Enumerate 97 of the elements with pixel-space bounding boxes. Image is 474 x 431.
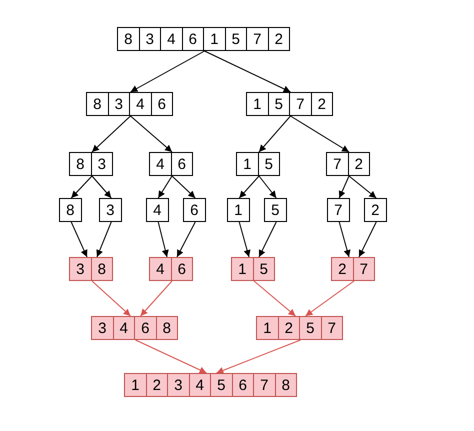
array-cell: 5 xyxy=(224,27,247,51)
array-cell: 7 xyxy=(326,152,348,176)
arrow xyxy=(92,176,112,198)
array-cell: 8 xyxy=(69,152,92,176)
array-cell: 6 xyxy=(232,373,254,397)
array-box xyxy=(332,257,375,281)
array-box xyxy=(150,152,193,176)
arrow xyxy=(158,176,172,198)
array-cell: 4 xyxy=(146,198,168,222)
arrow xyxy=(338,176,350,198)
array-cell: 1 xyxy=(246,92,268,116)
array-cell: 1 xyxy=(227,198,250,222)
array-cell: 6 xyxy=(170,152,193,176)
array-box xyxy=(237,152,280,176)
arrow xyxy=(258,222,277,258)
array-box xyxy=(247,92,333,116)
array-cell: 5 xyxy=(252,257,275,281)
array-box xyxy=(257,316,343,340)
array-cell: 4 xyxy=(149,257,172,281)
array-cell: 3 xyxy=(99,198,122,222)
array-cell: 3 xyxy=(167,373,190,397)
array-cell: 4 xyxy=(112,316,135,340)
array-cell: 2 xyxy=(348,152,370,176)
array-cell: 8 xyxy=(90,257,113,281)
array-cell: 6 xyxy=(150,92,173,116)
arrow xyxy=(254,280,296,316)
array-cell: 8 xyxy=(156,316,178,340)
array-cell: 7 xyxy=(352,257,375,281)
array-cell: 4 xyxy=(129,92,152,116)
array-cell: 7 xyxy=(327,198,350,222)
array-cell: 2 xyxy=(331,257,354,281)
arrow xyxy=(348,176,377,198)
arrow xyxy=(92,116,131,152)
array-cell: 7 xyxy=(246,27,268,51)
arrow xyxy=(338,222,350,258)
array-cell: 2 xyxy=(364,198,386,222)
array-box xyxy=(150,257,193,281)
arrow xyxy=(258,116,291,152)
array-cell: 5 xyxy=(268,92,290,116)
arrow xyxy=(158,222,169,258)
array-box xyxy=(125,373,297,397)
array-cell: 4 xyxy=(160,27,182,51)
arrow xyxy=(216,340,301,374)
array-box xyxy=(70,152,113,176)
array-cell: 4 xyxy=(149,152,172,176)
arrow xyxy=(96,222,112,258)
arrow xyxy=(176,222,196,258)
array-cell: 3 xyxy=(69,257,92,281)
array-cell: 8 xyxy=(86,92,108,116)
arrow xyxy=(70,176,92,198)
array-cell: 3 xyxy=(108,92,130,116)
array-cell: 2 xyxy=(268,27,290,51)
array-box xyxy=(87,92,173,116)
arrow xyxy=(238,176,260,198)
array-cell: 6 xyxy=(170,257,193,281)
array-cell: 2 xyxy=(310,92,333,116)
array-cell: 8 xyxy=(59,198,82,222)
arrow xyxy=(238,222,250,258)
array-box xyxy=(118,27,290,51)
array-box xyxy=(327,152,370,176)
array-cell: 6 xyxy=(183,198,206,222)
array-cell: 8 xyxy=(274,373,297,397)
array-cell: 1 xyxy=(256,316,278,340)
array-cell: 2 xyxy=(146,373,168,397)
arrow xyxy=(172,176,196,198)
array-cell: 2 xyxy=(278,316,300,340)
array-cell: 3 xyxy=(138,27,161,51)
array-box xyxy=(232,257,275,281)
array-cell: 1 xyxy=(203,27,226,51)
array-cell: 3 xyxy=(90,152,113,176)
array-cell: 5 xyxy=(258,152,280,176)
arrow xyxy=(204,50,291,92)
array-cell: 1 xyxy=(124,373,146,397)
array-cell: 3 xyxy=(91,316,114,340)
arrow xyxy=(358,222,377,258)
arrow xyxy=(305,280,354,316)
arrow xyxy=(92,280,131,316)
arrow xyxy=(70,222,88,258)
array-cell: 6 xyxy=(182,27,204,51)
array-cell: 1 xyxy=(231,257,254,281)
array-cell: 6 xyxy=(134,316,156,340)
array-cell: 5 xyxy=(299,316,322,340)
array-cell: 7 xyxy=(253,373,276,397)
arrow xyxy=(290,116,350,152)
array-box xyxy=(70,257,113,281)
array-cell: 7 xyxy=(289,92,312,116)
array-cell: 8 xyxy=(117,27,140,51)
arrow xyxy=(130,50,205,92)
array-cell: 5 xyxy=(210,373,232,397)
array-box xyxy=(92,316,178,340)
arrow xyxy=(130,116,172,152)
arrow xyxy=(135,340,207,374)
array-cell: 5 xyxy=(264,198,286,222)
array-cell: 1 xyxy=(236,152,258,176)
array-cell: 4 xyxy=(188,373,211,397)
array-cell: 7 xyxy=(320,316,343,340)
arrow xyxy=(258,176,277,198)
